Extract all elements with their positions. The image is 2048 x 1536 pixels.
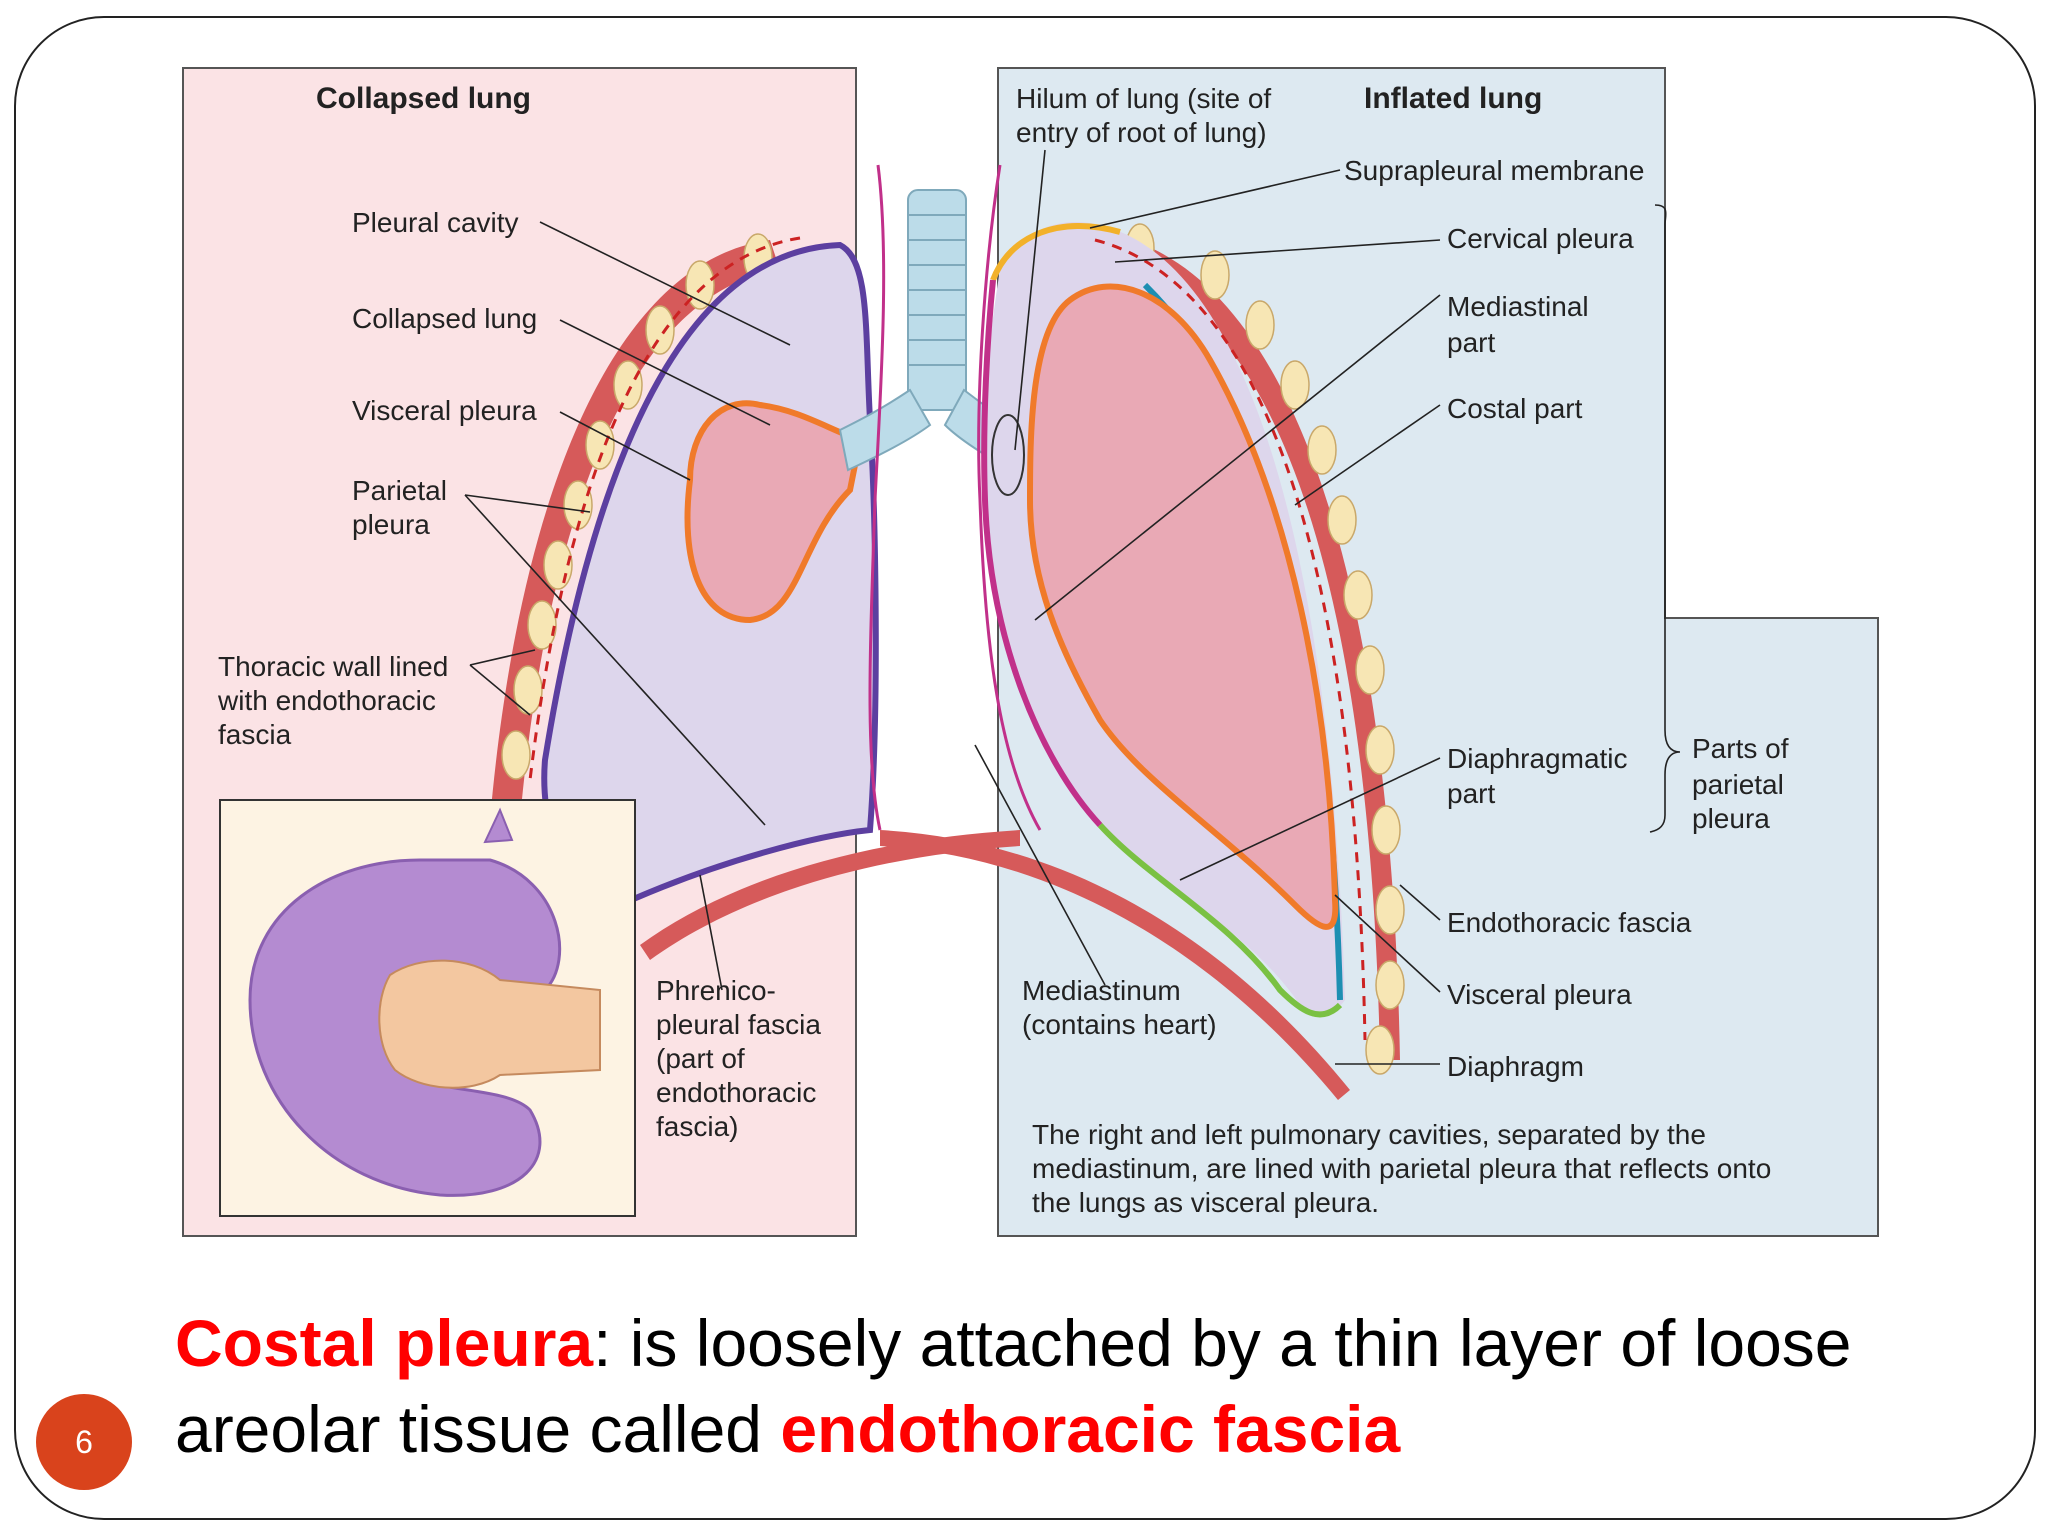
- mediastinum-right-line: [977, 164, 1042, 831]
- leader-lines: [464, 149, 1681, 1065]
- label-thoracic-wall-3: fascia: [218, 719, 292, 750]
- label-mediastinum-2: (contains heart): [1022, 1009, 1217, 1040]
- label-parts-3: pleura: [1692, 803, 1770, 834]
- label-diaphragm: Diaphragm: [1447, 1051, 1584, 1082]
- left-panel-title: Collapsed lung: [316, 82, 531, 115]
- fist: [378, 959, 601, 1089]
- left-diaphragm: [640, 830, 1020, 960]
- label-parietal-pleura-1: Parietal: [352, 475, 447, 506]
- label-mediastinal-2: part: [1447, 327, 1495, 358]
- right-inflated-lung: [1026, 283, 1339, 930]
- hilum: [991, 414, 1025, 496]
- left-dashed-fascia: [528, 236, 801, 781]
- label-costal: Costal part: [1447, 393, 1583, 424]
- diaphragmatic-pleura-line: [1097, 822, 1343, 1018]
- description-line-1: The right and left pulmonary cavities, s…: [1032, 1119, 1706, 1150]
- label-thoracic-wall-2: with endothoracic: [217, 685, 436, 716]
- label-diaphragmatic-1: Diaphragmatic: [1447, 743, 1628, 774]
- mediastinum-left-line: [868, 164, 886, 831]
- page-number-badge: 6: [36, 1394, 132, 1490]
- caption: Costal pleura: is loosely attached by a …: [175, 1300, 1925, 1472]
- label-phrenico-2: pleural fascia: [656, 1009, 821, 1040]
- label-phrenico-4: endothoracic: [656, 1077, 816, 1108]
- right-ribs: [1125, 223, 1405, 1075]
- description-line-3: the lungs as visceral pleura.: [1032, 1187, 1379, 1218]
- label-thoracic-wall-1: Thoracic wall lined: [218, 651, 448, 682]
- mediastinal-pleura-line: [981, 279, 1103, 828]
- label-phrenico-3: (part of: [656, 1043, 745, 1074]
- label-mediastinum-1: Mediastinum: [1022, 975, 1181, 1006]
- label-phrenico-5: fascia): [656, 1111, 738, 1142]
- label-phrenico-1: Phrenico-: [656, 975, 776, 1006]
- slide-frame: [14, 16, 2036, 1520]
- label-cervical: Cervical pleura: [1447, 223, 1634, 254]
- label-collapsed-lung: Collapsed lung: [352, 303, 537, 334]
- right-panel-title: Inflated lung: [1364, 82, 1542, 115]
- label-visceral-pleura-left: Visceral pleura: [352, 395, 537, 426]
- cervical-pleura-line: [990, 222, 1121, 282]
- caption-term-costal-pleura: Costal pleura: [175, 1306, 594, 1380]
- caption-body: : is loosely attached by a thin layer of…: [175, 1306, 1852, 1466]
- label-parts-1: Parts of: [1692, 733, 1789, 764]
- description-line-2: mediastinum, are lined with parietal ple…: [1032, 1153, 1771, 1184]
- label-parts-2: parietal: [1692, 769, 1784, 800]
- label-suprapleural: Suprapleural membrane: [1344, 155, 1644, 186]
- label-pleural-cavity: Pleural cavity: [352, 207, 519, 238]
- label-endothoracic: Endothoracic fascia: [1447, 907, 1692, 938]
- label-hilum-2: entry of root of lung): [1016, 117, 1267, 148]
- label-diaphragmatic-2: part: [1447, 778, 1495, 809]
- caption-term-endothoracic-fascia: endothoracic fascia: [780, 1392, 1401, 1466]
- label-parietal-pleura-2: pleura: [352, 509, 430, 540]
- label-visceral-pleura-right: Visceral pleura: [1447, 979, 1632, 1010]
- balloon-knot: [483, 807, 514, 844]
- label-hilum-1: Hilum of lung (site of: [1016, 83, 1271, 114]
- label-mediastinal-1: Mediastinal: [1447, 291, 1589, 322]
